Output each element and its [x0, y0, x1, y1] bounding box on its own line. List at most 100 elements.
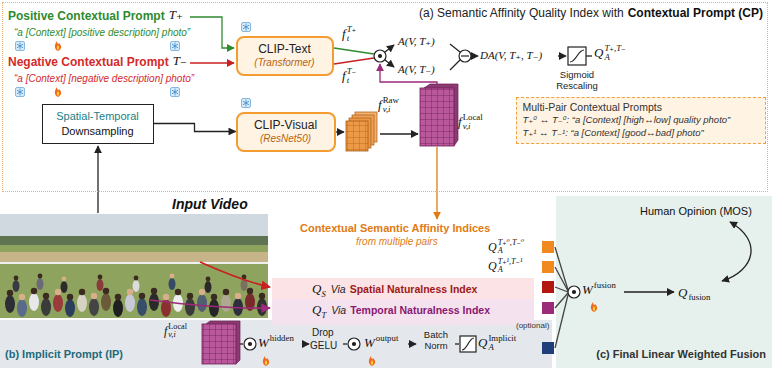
circle-shape	[134, 276, 139, 281]
panel-title: (b) Implicit Prompt (IP)	[5, 348, 123, 360]
ellipse-shape	[197, 294, 207, 312]
ellipse-shape	[65, 299, 75, 317]
rect-shape	[0, 236, 268, 245]
index-stack: T₊⁰,T₋⁰A	[498, 239, 524, 256]
module-detail: (ResNet50)	[260, 133, 311, 146]
circle-shape	[379, 55, 382, 58]
rect-shape	[0, 252, 268, 262]
crowd	[5, 274, 267, 317]
circle-shape	[38, 274, 43, 279]
math-label: Qfusion	[678, 283, 710, 303]
prompt-text: “a [Context] [positive description] phot…	[14, 27, 190, 39]
index-stack: T₋t	[347, 67, 357, 85]
path-shape	[385, 45, 394, 52]
circle-shape	[223, 289, 229, 295]
circle-shape	[199, 289, 205, 295]
rect-shape	[542, 241, 554, 253]
ellipse-shape	[77, 294, 87, 312]
ellipse-shape	[37, 278, 44, 290]
ellipse-shape	[53, 294, 63, 312]
path-shape	[555, 295, 568, 348]
note-box: Multi-Pair Contextual PromptsT₊⁰ ↔ T₋⁰: …	[516, 97, 766, 144]
math-label: QT₊¹,T₋¹A	[488, 257, 522, 275]
prompt-title: Positive Contextual Prompt	[8, 9, 165, 23]
rect-shape	[0, 214, 268, 318]
circle-shape	[67, 294, 73, 300]
rect-shape	[542, 281, 554, 293]
rect-shape	[460, 336, 476, 352]
circle-shape	[235, 293, 241, 299]
superscript: output	[376, 334, 398, 343]
subscript: A	[604, 53, 625, 62]
operation-label: Sigmoid Rescaling	[547, 69, 607, 92]
circle-shape	[62, 277, 67, 282]
circle-shape	[7, 290, 13, 296]
subscript: T	[321, 310, 326, 320]
subscript: t	[347, 76, 357, 85]
ellipse-shape	[149, 293, 159, 311]
index-stack: ImplicitA	[488, 334, 516, 352]
superscript: T₊¹,T₋¹	[498, 258, 523, 266]
use-shape	[55, 41, 61, 51]
path-shape	[380, 133, 418, 134]
superscript: hidden	[270, 334, 294, 343]
math-symbol: Q	[488, 241, 497, 253]
math-symbol: T₊	[169, 7, 183, 23]
panel-ground	[0, 196, 772, 368]
circle-shape	[568, 286, 580, 298]
panel-region: (b) Implicit Prompt (IP)	[0, 320, 552, 368]
ellipse-shape	[13, 280, 20, 292]
index-stack: Localv,i	[463, 113, 483, 131]
superscript: Implicit	[488, 334, 516, 343]
math-symbol: Q	[312, 281, 321, 296]
ellipse-shape	[61, 281, 68, 293]
title-row: (a) Semantic Affinity Quality Index with…	[419, 6, 763, 20]
subscript: A	[498, 266, 523, 274]
group-label: from multiple pairs	[356, 236, 438, 248]
path-shape	[190, 62, 234, 63]
panel-title: (a) Semantic Affinity Quality Index with	[419, 6, 624, 20]
circle-shape	[374, 50, 386, 62]
encoder-box: CLIP-Visual(ResNet50)	[236, 112, 336, 152]
path-shape	[450, 44, 460, 52]
use-shape	[55, 87, 61, 97]
rect-shape	[542, 342, 554, 354]
circle-shape	[459, 50, 471, 62]
math-label: Woutput	[364, 333, 398, 353]
circle-shape	[91, 293, 97, 299]
rect-shape	[542, 261, 554, 273]
circle-shape	[244, 338, 256, 350]
path-shape	[471, 55, 478, 56]
math-symbol: f	[342, 69, 346, 82]
use-shape	[171, 88, 180, 97]
circle-shape	[206, 277, 211, 282]
index-stack: output	[376, 334, 398, 352]
ellipse-shape	[125, 294, 135, 312]
ellipse-shape	[101, 293, 111, 311]
math-symbol: f	[164, 325, 167, 337]
ellipse-shape	[5, 295, 15, 313]
superscript: T₊⁰,T₋⁰	[498, 239, 524, 247]
use-shape	[263, 356, 269, 366]
math-symbol: Q	[488, 260, 497, 272]
operation-label: GELU	[310, 340, 337, 352]
subscript: S	[321, 289, 325, 299]
ellipse-shape	[41, 298, 51, 316]
superscript: Local	[168, 323, 187, 331]
subscript: A	[488, 343, 516, 352]
path-shape	[334, 58, 374, 64]
index-stack: hidden	[270, 334, 294, 352]
process-box: Spatial-TemporalDownsampling	[42, 104, 154, 144]
superscript: Raw	[383, 96, 399, 105]
path-shape	[586, 55, 592, 56]
superscript: Local	[463, 113, 483, 122]
panel-title: Contextual Prompt (CP)	[628, 6, 763, 20]
affinity-label: A(V, T₋)	[398, 63, 435, 76]
module-name: CLIP-Visual	[254, 118, 317, 133]
prompt-text: “a [Context] [negative description] phot…	[14, 73, 194, 85]
panel-title: (c) Final Linear Weighted Fusion	[596, 348, 766, 360]
band-text: Via	[331, 304, 346, 316]
target-label: Human Opinion (MOS)	[640, 205, 752, 218]
path-shape	[555, 267, 568, 291]
